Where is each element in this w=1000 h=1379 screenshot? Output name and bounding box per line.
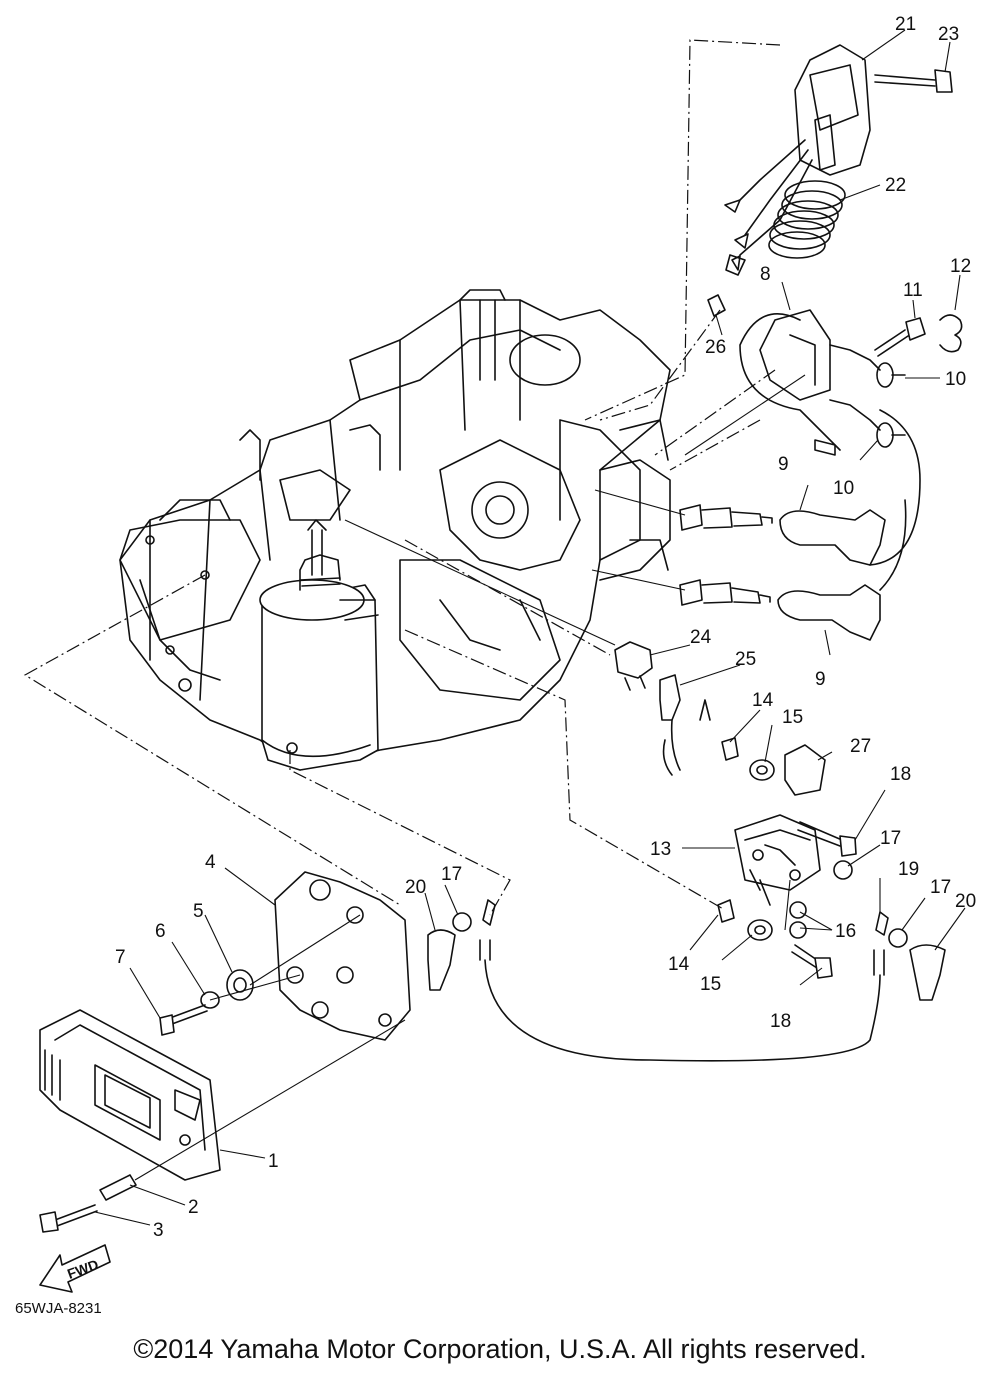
callout-25: 25 bbox=[735, 649, 756, 670]
callout-10b: 10 bbox=[833, 478, 854, 499]
rectifier-regulator bbox=[724, 44, 871, 276]
grommet-15-upper bbox=[749, 759, 775, 781]
callout-11: 11 bbox=[903, 280, 923, 301]
starter-motor bbox=[259, 519, 379, 771]
callout-18a: 18 bbox=[890, 764, 911, 785]
callout-22: 22 bbox=[885, 175, 906, 196]
callout-21: 21 bbox=[895, 14, 916, 35]
bracket-27 bbox=[784, 744, 826, 796]
bolt-3 bbox=[39, 1204, 98, 1233]
copyright-notice: ©2014 Yamaha Motor Corporation, U.S.A. A… bbox=[133, 1334, 867, 1364]
diagram-code: 65WJA-8231 bbox=[15, 1300, 102, 1317]
collar-14-lower bbox=[717, 899, 735, 923]
callout-16: 16 bbox=[835, 921, 856, 942]
nuts bbox=[452, 860, 908, 948]
fwd-label: FWD bbox=[65, 1256, 100, 1282]
callout-20b: 20 bbox=[955, 891, 976, 912]
callout-17a: 17 bbox=[441, 864, 462, 885]
callout-12: 12 bbox=[950, 256, 971, 277]
callout-6: 6 bbox=[155, 921, 166, 942]
callout-20a: 20 bbox=[405, 877, 426, 898]
grommet-15-lower bbox=[747, 919, 773, 941]
callout-8: 8 bbox=[760, 264, 771, 285]
collar-2 bbox=[99, 1174, 137, 1201]
battery-cables bbox=[427, 899, 946, 1062]
screw-26 bbox=[707, 294, 726, 317]
bolt-11 bbox=[874, 317, 926, 357]
ignition-coil bbox=[739, 309, 906, 456]
callout-17b: 17 bbox=[880, 828, 901, 849]
plug-cap-upper bbox=[779, 509, 886, 566]
plug-cap-lower bbox=[777, 584, 881, 641]
callout-9a: 9 bbox=[778, 454, 789, 475]
callout-15b: 15 bbox=[700, 974, 721, 995]
callout-14a: 14 bbox=[752, 690, 774, 711]
callout-1: 1 bbox=[268, 1151, 279, 1172]
callout-17c: 17 bbox=[930, 877, 951, 898]
callout-leaders bbox=[94, 29, 966, 1226]
bolt-7 bbox=[159, 1004, 208, 1036]
collar-14-upper bbox=[721, 737, 739, 761]
callout-27: 27 bbox=[850, 736, 871, 757]
callout-19: 19 bbox=[898, 859, 919, 880]
callout-2: 2 bbox=[188, 1197, 199, 1218]
callout-10a: 10 bbox=[945, 369, 966, 390]
spark-plug-upper bbox=[679, 504, 773, 531]
bracket-plate-4 bbox=[274, 871, 411, 1041]
wire-harness-coil-22 bbox=[768, 180, 846, 259]
engine-block bbox=[119, 289, 671, 771]
callout-14b: 14 bbox=[668, 954, 690, 975]
starter-relay bbox=[734, 814, 821, 906]
spark-plug-lower bbox=[679, 579, 771, 606]
callout-26: 26 bbox=[705, 337, 726, 358]
sensor-24 bbox=[614, 641, 653, 691]
bolt-18-upper bbox=[797, 821, 857, 857]
fwd-arrow-icon: FWD bbox=[39, 1244, 111, 1293]
callout-5: 5 bbox=[193, 901, 204, 922]
callout-18b: 18 bbox=[770, 1011, 791, 1032]
callout-23: 23 bbox=[938, 24, 959, 45]
clip-12 bbox=[939, 314, 963, 353]
callout-13: 13 bbox=[650, 839, 671, 860]
bolt-18-lower bbox=[791, 944, 833, 979]
callout-7: 7 bbox=[115, 947, 126, 968]
callout-9b: 9 bbox=[815, 669, 826, 690]
callout-15a: 15 bbox=[782, 707, 803, 728]
cap-25 bbox=[659, 674, 711, 776]
bolt-23 bbox=[874, 69, 953, 93]
grommet-5 bbox=[226, 969, 254, 1001]
callout-24: 24 bbox=[690, 627, 712, 648]
cdi-unit bbox=[39, 1009, 221, 1181]
callout-4: 4 bbox=[205, 852, 216, 873]
callout-labels: 1 2 3 4 5 6 7 8 9 9 10 10 11 12 13 14 14… bbox=[115, 14, 976, 1241]
callout-3: 3 bbox=[153, 1220, 164, 1241]
leader-lines bbox=[23, 39, 806, 1181]
